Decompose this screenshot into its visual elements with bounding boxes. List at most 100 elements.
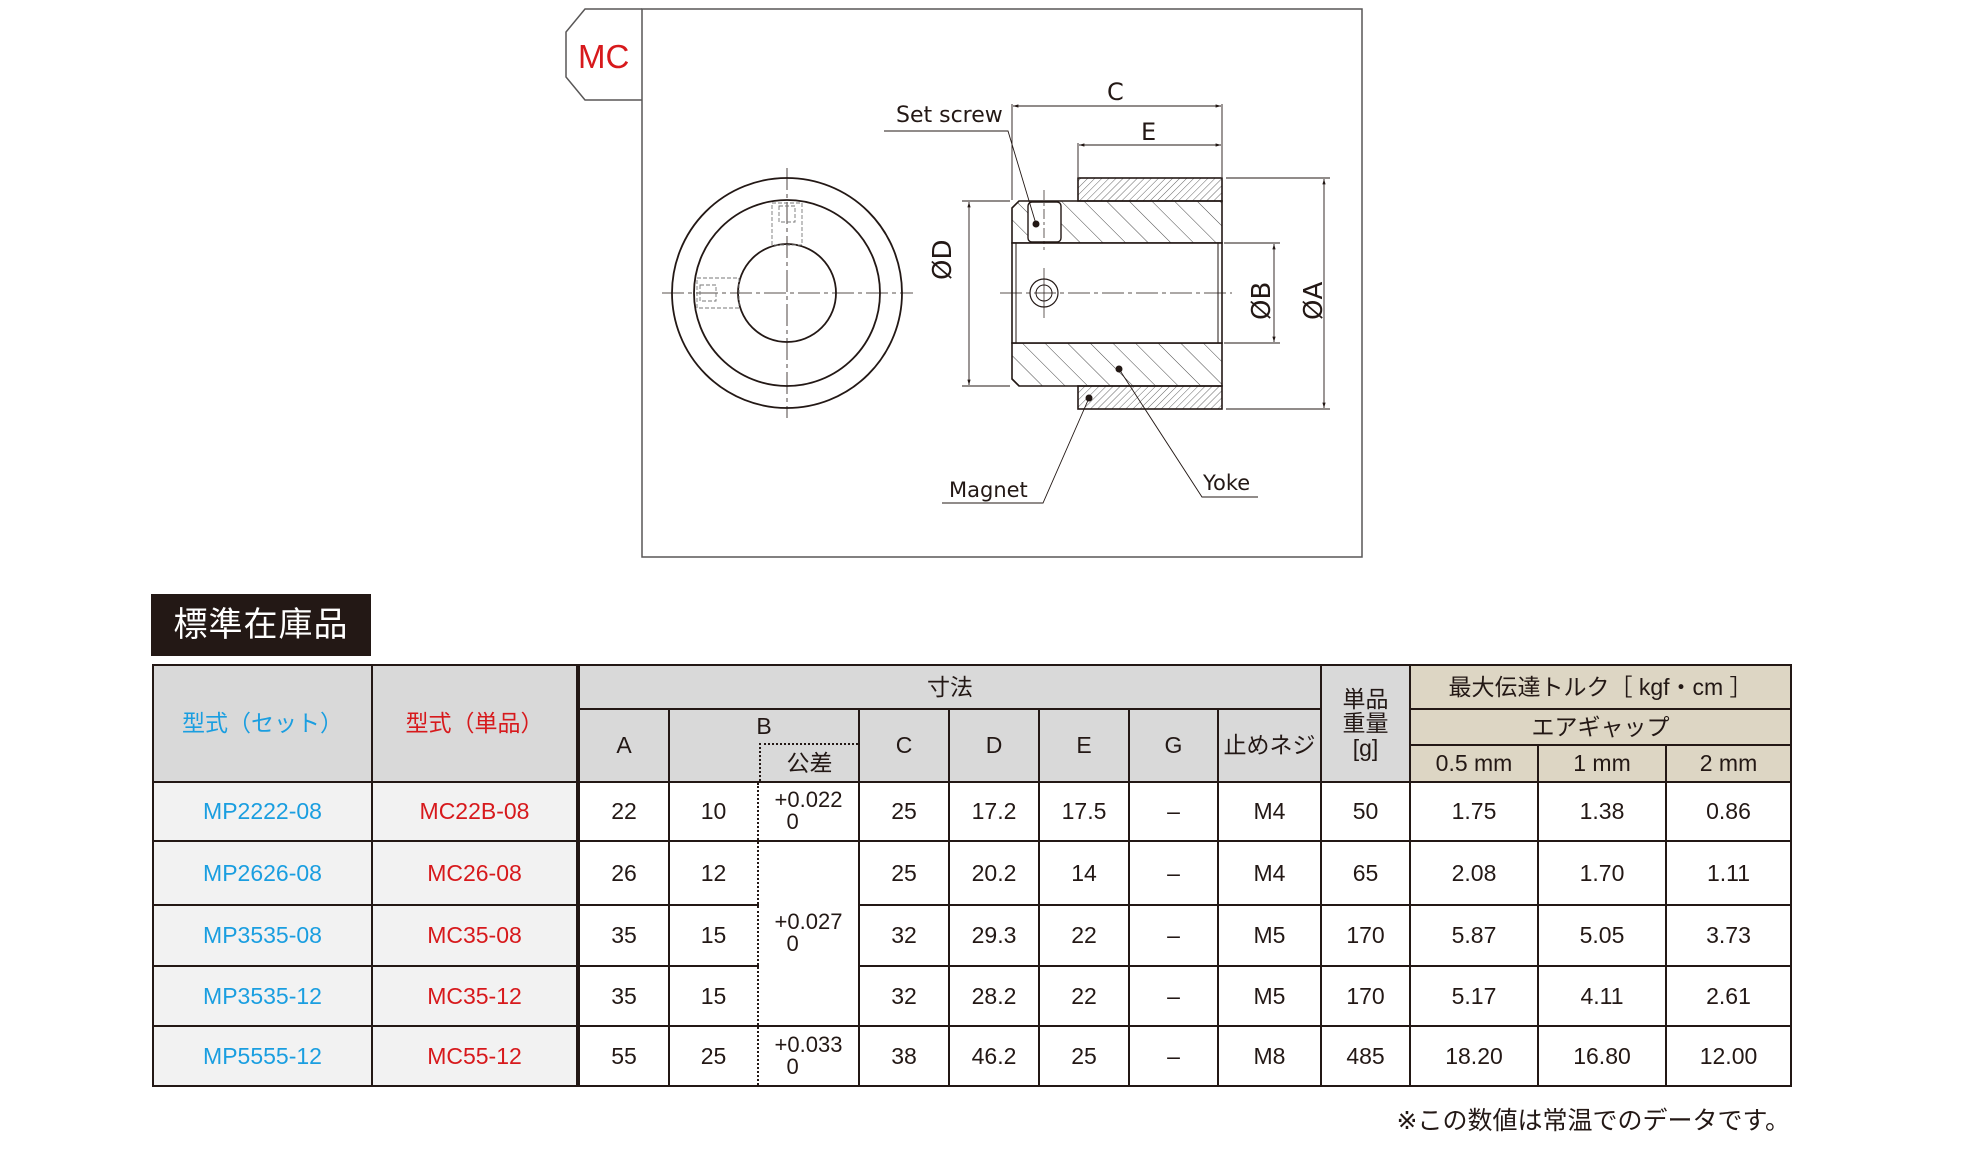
header-d: D [948,708,1040,783]
table-row: MP3535-08 MC35-08 35 15 32 29.3 22 – M5 … [152,904,1792,967]
dimension-e-label: E [1141,118,1157,146]
tolerance-lower: 0 [786,931,799,957]
model-set-cell: MP5555-12 [152,1025,373,1087]
footnote: ※この数値は常温でのデータです。 [1396,1106,1790,1135]
header-a: A [577,708,670,783]
weight-line2: 重量 [1342,710,1389,737]
model-single-cell: MC35-12 [371,965,580,1027]
weight-cell: 485 [1320,1025,1411,1087]
header-g: G [1128,708,1219,783]
screw-cell: M4 [1217,840,1322,906]
set-screw-label: Set screw [896,103,1003,128]
header-c: C [858,708,950,783]
torque-0-5-cell: 5.17 [1409,965,1539,1027]
e-cell: 14 [1038,840,1130,906]
dimension-b-label: ØB [1247,281,1277,320]
dimension-lines [884,104,1330,504]
a-cell: 22 [577,781,670,842]
weight-cell: 170 [1320,965,1411,1027]
dimension-c-label: C [1107,78,1124,106]
torque-0-5-cell: 18.20 [1409,1025,1539,1087]
torque-1-cell: 1.70 [1537,840,1667,906]
tolerance-upper: +0.033 [774,1031,843,1057]
model-set-cell: MP3535-08 [152,904,373,967]
b-cell: 15 [668,904,759,967]
screw-cell: M5 [1217,965,1322,1027]
table-row: MP3535-12 MC35-12 35 15 32 28.2 22 – M5 … [152,965,1792,1027]
drawing-tab-label: MC [578,38,630,75]
front-view [662,168,913,418]
torque-2-cell: 3.73 [1665,904,1792,967]
weight-unit: [g] [1352,734,1379,761]
header-tolerance: 公差 [759,743,858,781]
a-cell: 35 [577,904,670,967]
weight-cell: 65 [1320,840,1411,906]
header-weight: 単品 重量 [g] [1320,664,1411,783]
b-cell: 12 [668,840,759,906]
g-cell: – [1128,904,1219,967]
header-b: B 公差 [668,708,860,783]
tolerance-upper: +0.022 [774,787,843,813]
c-cell: 25 [858,781,950,842]
model-set-cell: MP3535-12 [152,965,373,1027]
magnet-bottom [1077,385,1223,410]
d-cell: 46.2 [948,1025,1040,1087]
torque-1-cell: 1.38 [1537,781,1667,842]
e-cell: 17.5 [1038,781,1130,842]
c-cell: 38 [858,1025,950,1087]
model-single-cell: MC55-12 [371,1025,580,1087]
torque-0-5-cell: 2.08 [1409,840,1539,906]
torque-1-cell: 5.05 [1537,904,1667,967]
b-cell: 15 [668,965,759,1027]
torque-2-cell: 0.86 [1665,781,1792,842]
header-torque: 最大伝達トルク［ kgf・cm ］ [1409,664,1792,710]
model-single-cell: MC26-08 [371,840,580,906]
section-title: 標準在庫品 [151,594,371,656]
torque-1-cell: 16.80 [1537,1025,1667,1087]
yoke-label: Yoke [1203,471,1251,495]
tolerance-lower: 0 [786,1053,799,1079]
header-gap-1mm: 1 mm [1537,743,1667,784]
weight-line1: 単品 [1342,686,1389,713]
header-dimensions: 寸法 [577,664,1322,710]
e-cell: 22 [1038,965,1130,1027]
model-set-cell: MP2222-08 [152,781,373,842]
torque-2-cell: 1.11 [1665,840,1792,906]
weight-cell: 170 [1320,904,1411,967]
c-cell: 32 [858,904,950,967]
header-set-screw: 止めネジ [1217,708,1322,783]
c-cell: 25 [858,840,950,906]
a-cell: 55 [577,1025,670,1087]
g-cell: – [1128,965,1219,1027]
header-gap-0-5mm: 0.5 mm [1409,743,1539,784]
dimension-d-label: ØD [928,239,958,281]
torque-1-cell: 4.11 [1537,965,1667,1027]
header-model-set: 型式（セット） [152,664,373,783]
model-single-cell: MC35-08 [371,904,580,967]
c-cell: 32 [858,965,950,1027]
a-cell: 35 [577,965,670,1027]
technical-drawing [565,8,1363,558]
magnet-top [1077,177,1223,202]
tolerance-lower: 0 [786,809,799,835]
g-cell: – [1128,840,1219,906]
header-gap-2mm: 2 mm [1665,743,1792,784]
d-cell: 17.2 [948,781,1040,842]
header-b-label: B [756,713,772,739]
d-cell: 20.2 [948,840,1040,906]
screw-cell: M4 [1217,781,1322,842]
d-cell: 28.2 [948,965,1040,1027]
a-cell: 26 [577,840,670,906]
screw-cell: M8 [1217,1025,1322,1087]
magnet-label: Magnet [949,478,1028,502]
dimension-a-label: ØA [1299,281,1329,320]
torque-0-5-cell: 1.75 [1409,781,1539,842]
torque-2-cell: 12.00 [1665,1025,1792,1087]
torque-0-5-cell: 5.87 [1409,904,1539,967]
d-cell: 29.3 [948,904,1040,967]
